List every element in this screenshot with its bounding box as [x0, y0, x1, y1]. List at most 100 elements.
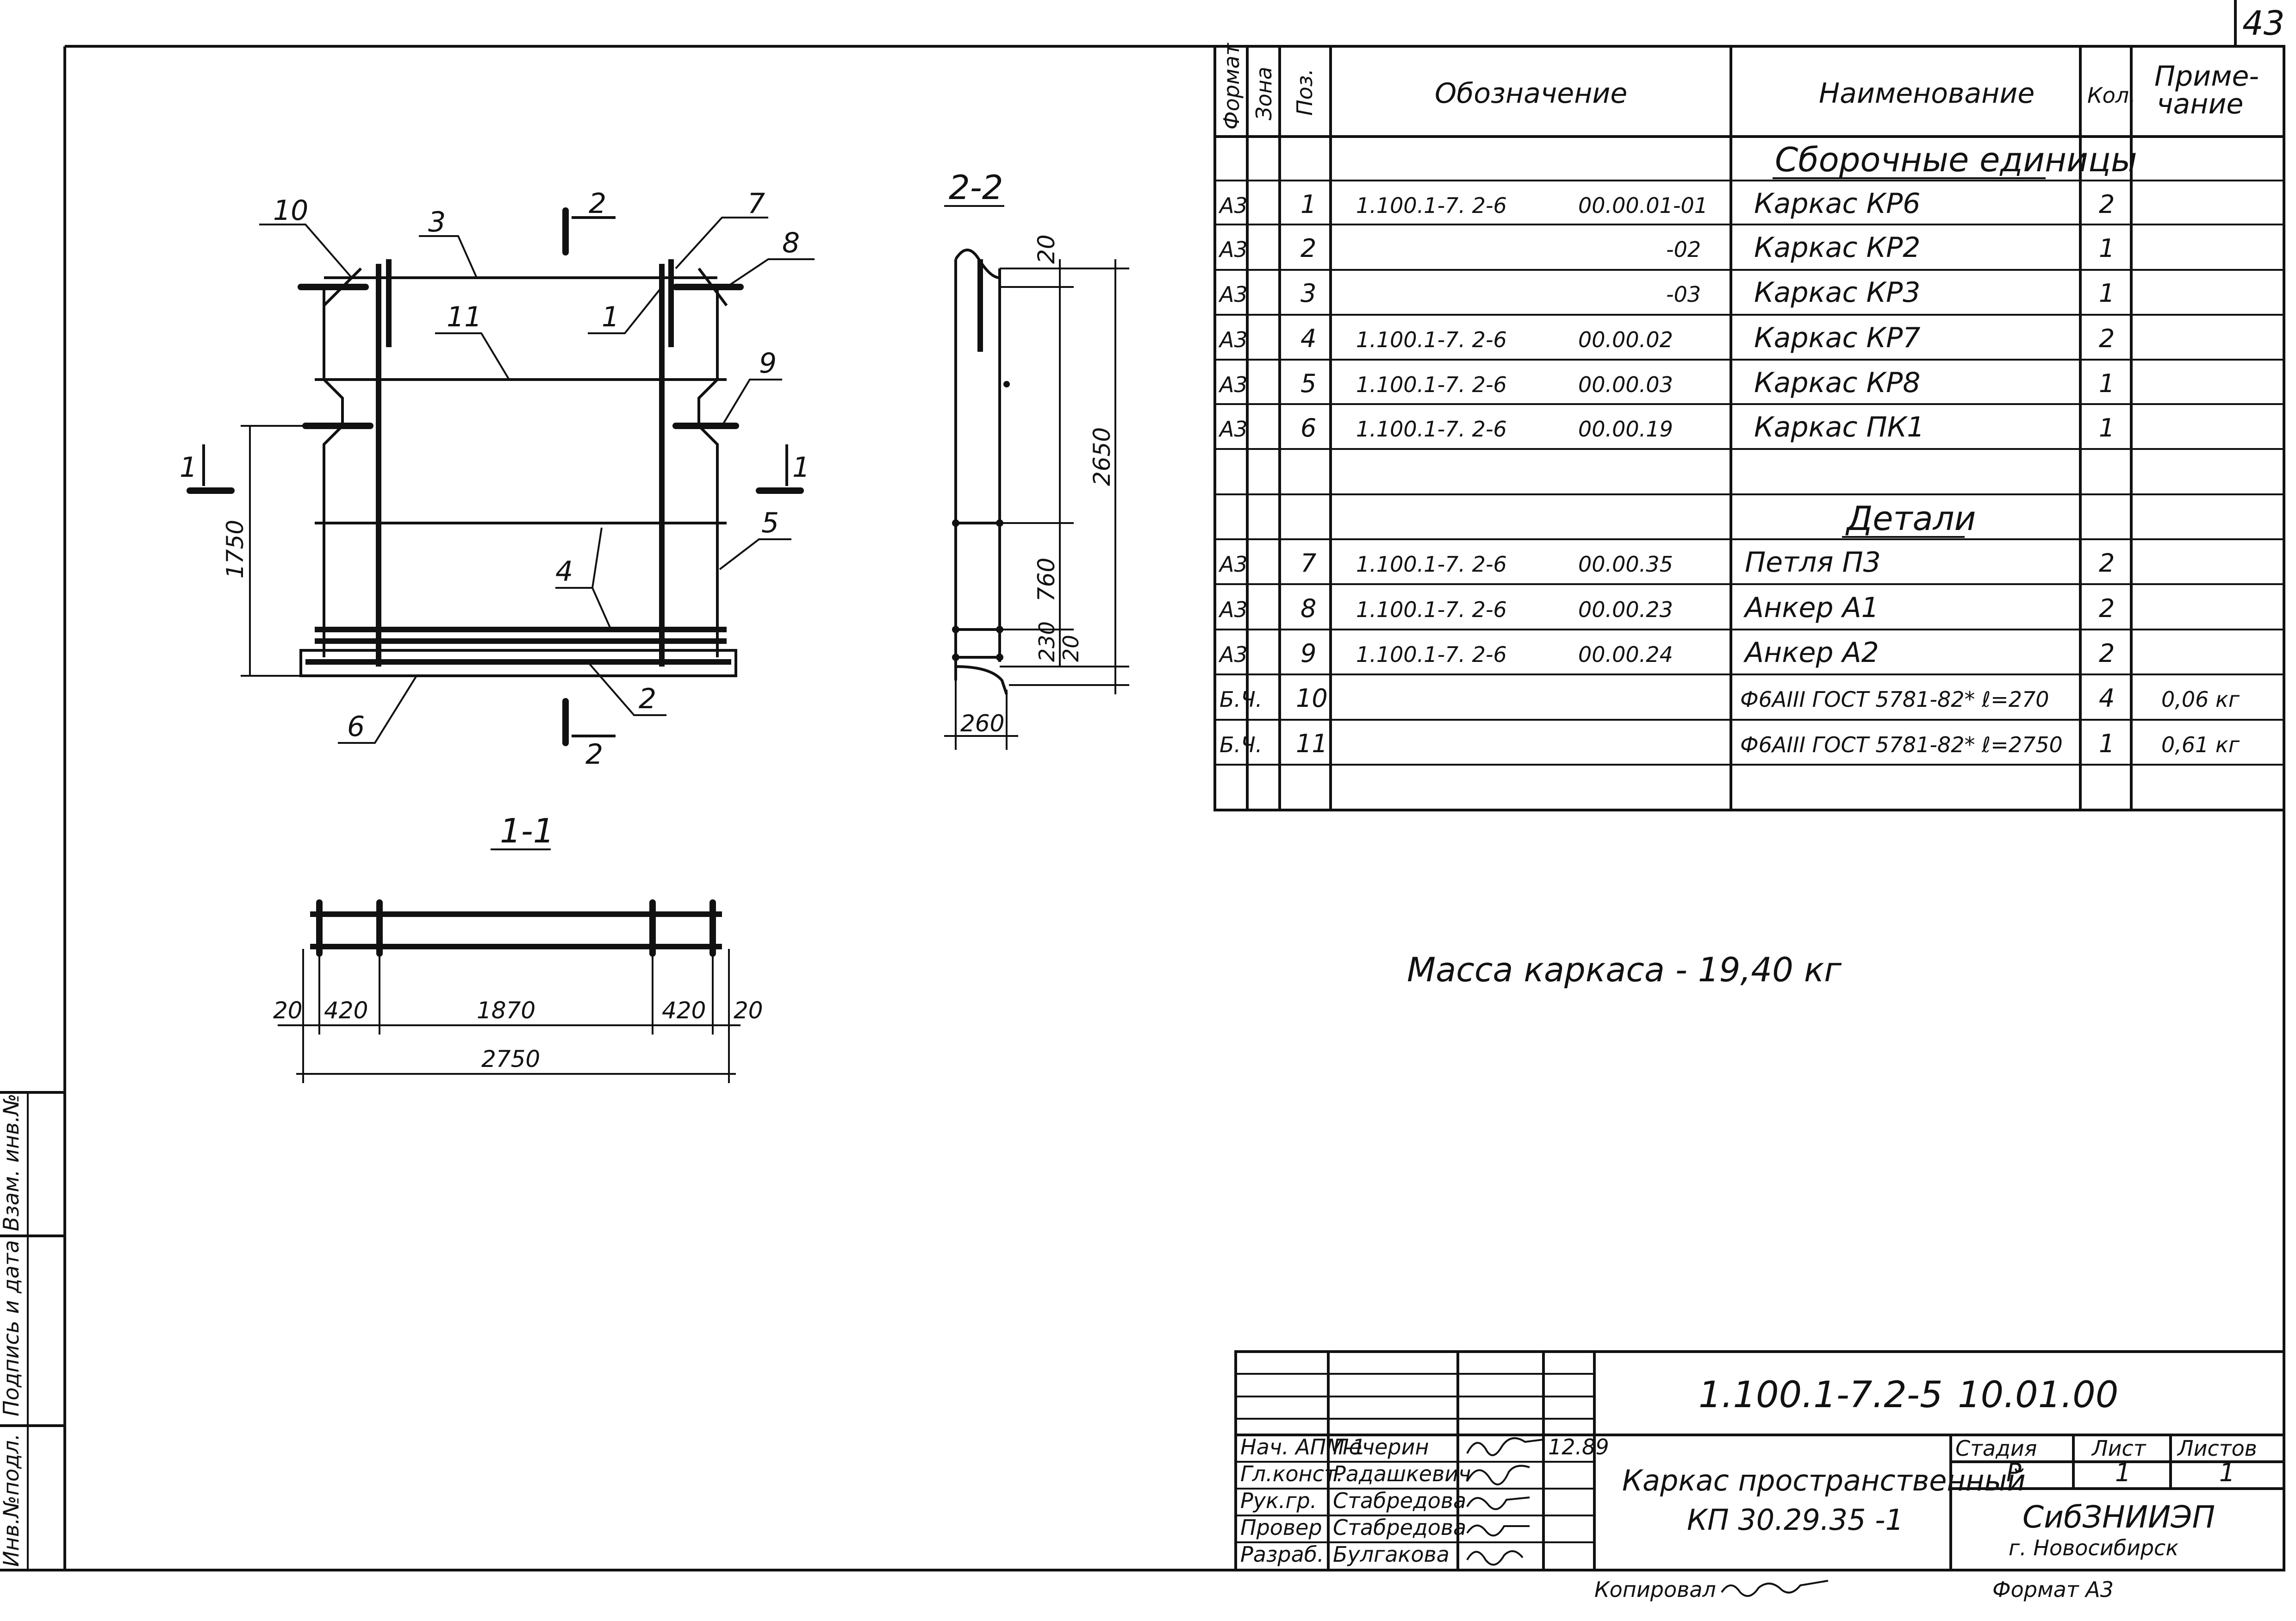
- sheets-value: 1: [2219, 1458, 2235, 1487]
- row-doc: 1.100.1-7. 2-6: [1356, 193, 1507, 218]
- pos-label-10: 10: [273, 194, 308, 227]
- row-name: Каркас КР8: [1754, 367, 1920, 399]
- row-position: 4: [1300, 324, 1316, 353]
- signature: [1466, 1437, 1544, 1456]
- pos-label-5: 5: [761, 507, 779, 539]
- title-doc-number: 1.100.1-7.2-5: [1699, 1374, 1943, 1416]
- row-note: 0,61 кг: [2161, 732, 2240, 757]
- section-mark-1-left: 1: [180, 451, 197, 484]
- row-code: 00.00.02: [1578, 327, 1673, 352]
- row-quantity: 4: [2099, 684, 2115, 713]
- stage-value: Р: [2006, 1458, 2022, 1487]
- section-1-1: 1-1 20 420 1870 420 20 2750: [273, 811, 763, 1083]
- stamp-signature-date: Подпись и дата: [0, 1240, 24, 1416]
- side-dim-20-bottom: 20: [1058, 635, 1083, 662]
- side-dim-230: 230: [1034, 621, 1059, 662]
- spec-row: Б.Ч. 11 Ф6АIII ГОСТ 5781-82* ℓ=2750 1 0,…: [1220, 729, 2240, 758]
- section-mark-1-right: 1: [792, 451, 810, 484]
- row-quantity: 2: [2099, 594, 2115, 623]
- row-code: 00.00.03: [1578, 372, 1673, 397]
- row-code: 00.00.19: [1578, 417, 1673, 442]
- header-format: Формат: [1219, 43, 1244, 130]
- role-checker: Провер: [1240, 1515, 1322, 1540]
- row-position: 6: [1300, 413, 1316, 443]
- signature: [1466, 1465, 1530, 1485]
- name-developer: Булгакова: [1333, 1542, 1450, 1567]
- row-format: А3: [1218, 417, 1248, 442]
- row-doc: 1.100.1-7. 2-6: [1356, 642, 1507, 667]
- row-name: Петля П3: [1745, 546, 1881, 579]
- row-quantity: 2: [2099, 190, 2115, 219]
- section-mark-2-top: 2: [589, 187, 606, 220]
- spec-row: Б.Ч. 10 Ф6АIII ГОСТ 5781-82* ℓ=270 4 0,0…: [1220, 684, 2240, 713]
- row-name: Анкер А1: [1743, 592, 1879, 624]
- header-quantity: Кол.: [2087, 83, 2136, 108]
- row-format: А3: [1218, 552, 1248, 577]
- section-22-title: 2-2: [949, 168, 1003, 207]
- header-zone: Зона: [1251, 67, 1276, 120]
- pos-label-2: 2: [639, 683, 656, 715]
- spec-row: А3 3 -03 Каркас КР3 1: [1218, 276, 2115, 309]
- row-name: Каркас КР7: [1754, 322, 1920, 354]
- row-position: 2: [1300, 234, 1316, 263]
- row-format: А3: [1218, 193, 1248, 218]
- sheet-frame: 43: [0, 0, 2285, 1571]
- header-name: Наименование: [1819, 77, 2035, 110]
- side-dim-260: 260: [960, 710, 1004, 737]
- row-name: Каркас ПК1: [1754, 411, 1924, 443]
- plan-dim-420-right: 420: [662, 997, 706, 1024]
- title-doc-code: 10.01.00: [1958, 1374, 2118, 1416]
- pos-label-1: 1: [602, 301, 619, 333]
- row-position: 5: [1300, 369, 1316, 398]
- signature: [1466, 1524, 1530, 1537]
- row-code: 00.00.24: [1578, 642, 1673, 667]
- sheets-label: Листов: [2177, 1436, 2257, 1461]
- row-format: А3: [1218, 282, 1248, 307]
- side-dim-20-top: 20: [1033, 234, 1060, 264]
- specification-table: Формат Зона Поз. Обозначение Наименовани…: [1213, 43, 2285, 811]
- spec-row: А3 8 1.100.1-7. 2-6 00.00.23 Анкер А1 2: [1218, 592, 2115, 624]
- row-format: А3: [1218, 327, 1248, 352]
- stage-label: Стадия: [1955, 1436, 2037, 1461]
- spec-row: А3 6 1.100.1-7. 2-6 00.00.19 Каркас ПК1 …: [1218, 411, 2115, 443]
- organization-city: г. Новосибирск: [2009, 1535, 2178, 1560]
- plan-dim-420-left: 420: [324, 997, 368, 1024]
- header-note-line2: чание: [2157, 88, 2243, 120]
- row-quantity: 1: [2099, 729, 2115, 758]
- pos-label-11: 11: [447, 301, 482, 333]
- row-position: 10: [1296, 684, 1328, 713]
- title-block: 1.100.1-7.2-5 10.01.00 12.89 Нач. АПМ-1 …: [1234, 1350, 2285, 1602]
- header-note-line1: Приме-: [2154, 60, 2259, 93]
- row-doc: 1.100.1-7. 2-6: [1356, 372, 1507, 397]
- name-chief-designer: Радашкевич: [1333, 1461, 1471, 1486]
- row-code: -02: [1666, 237, 1701, 262]
- side-dim-2650: 2650: [1089, 427, 1115, 486]
- header-position: Поз.: [1292, 69, 1317, 116]
- section-details: Детали: [1845, 499, 1976, 538]
- row-quantity: 2: [2099, 549, 2115, 578]
- side-dim-760: 760: [1033, 558, 1060, 602]
- front-view: 1750 1 1 2 2 10 3 7 8 11 1 9 4 5 2: [180, 187, 815, 771]
- row-format: А3: [1218, 237, 1248, 262]
- signature: [1466, 1496, 1530, 1510]
- pos-label-3: 3: [428, 206, 446, 238]
- mass-note: Масса каркаса - 19,40 кг: [1407, 950, 1842, 989]
- row-name: Каркас КР3: [1754, 276, 1920, 309]
- title-object-line2: КП 30.29.35 -1: [1687, 1503, 1904, 1537]
- row-quantity: 2: [2099, 639, 2115, 668]
- section-mark-2-bottom: 2: [585, 738, 603, 771]
- row-quantity: 1: [2099, 234, 2115, 263]
- row-quantity: 1: [2099, 279, 2115, 308]
- row-position: 9: [1300, 639, 1316, 668]
- name-group-lead: Стабредова: [1333, 1488, 1466, 1513]
- row-name: Ф6АIII ГОСТ 5781-82* ℓ=270: [1740, 687, 2049, 712]
- row-quantity: 1: [2099, 369, 2115, 398]
- side-stamp: Инв.№подл. Подпись и дата Взам. инв.№: [0, 1091, 65, 1570]
- title-date: 12.89: [1548, 1434, 1609, 1459]
- signature: [1466, 1550, 1524, 1566]
- row-doc: 1.100.1-7. 2-6: [1356, 552, 1507, 577]
- row-name: Ф6АIII ГОСТ 5781-82* ℓ=2750: [1740, 732, 2063, 757]
- sheet-label: Лист: [2091, 1436, 2147, 1461]
- row-code: 00.00.23: [1578, 597, 1673, 622]
- header-designation: Обозначение: [1435, 77, 1627, 110]
